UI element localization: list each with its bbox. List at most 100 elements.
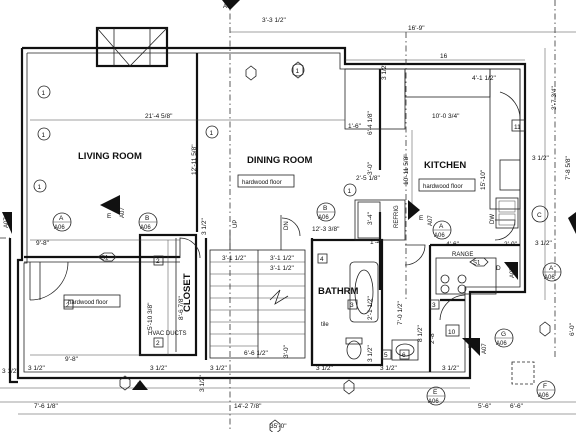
section-marker-a06-mid: A A06 bbox=[432, 220, 452, 240]
svg-text:F: F bbox=[543, 383, 547, 390]
svg-text:A: A bbox=[59, 215, 64, 222]
dim-text: 3'-0" bbox=[367, 161, 374, 175]
dim-text: 7'-6 1/8" bbox=[34, 403, 58, 410]
dim-text: 10'-11 5/8" bbox=[403, 154, 410, 185]
dim-text: 2'-8" bbox=[429, 330, 436, 344]
dim-text: 15'-10" bbox=[480, 169, 487, 190]
door-tag: 1 bbox=[205, 125, 219, 139]
svg-text:D: D bbox=[468, 343, 473, 350]
dim-text: 7'-8 5/8" bbox=[565, 156, 572, 180]
svg-text:11: 11 bbox=[514, 124, 521, 131]
dim-text: 3'-0" bbox=[283, 344, 290, 358]
elevation-marker-mid: E A07 bbox=[408, 200, 434, 226]
dim-text: 3'-7 3/4" bbox=[551, 86, 558, 110]
dim-text: 12'-3 3/8" bbox=[312, 226, 340, 233]
elevation-marker-left: A07 bbox=[2, 212, 12, 234]
dim-text: 8 1/2" bbox=[417, 325, 424, 342]
svg-text:A06: A06 bbox=[544, 275, 555, 281]
exterior-walls bbox=[8, 46, 527, 384]
dim-text: 6'-4 1/8" bbox=[367, 111, 374, 135]
dim-text: 3 1/2" bbox=[367, 345, 374, 362]
svg-text:1: 1 bbox=[38, 184, 42, 191]
dim-text: 12'-11 5/8" bbox=[191, 144, 198, 175]
elevation-marker-d: D A07 bbox=[496, 262, 518, 280]
section-marker-a06-right: A A06 bbox=[542, 262, 562, 282]
hex-tag bbox=[245, 65, 257, 81]
elevation-marker-f-b: A07 bbox=[222, 0, 240, 10]
svg-text:G: G bbox=[501, 331, 506, 338]
dim-text: 3 1/2" bbox=[2, 368, 19, 375]
window-tag: 3 bbox=[347, 299, 358, 310]
dim-text: 3'-1 1/2" bbox=[270, 255, 294, 262]
dim-text: 3 1/2" bbox=[150, 365, 167, 372]
window-tag: 11 bbox=[511, 119, 526, 132]
svg-text:A07: A07 bbox=[223, 4, 234, 10]
fireplace bbox=[95, 26, 169, 68]
dim-text: 3'-4" bbox=[367, 211, 374, 225]
section-marker-g: G A06 bbox=[494, 328, 514, 348]
svg-text:F: F bbox=[137, 382, 141, 389]
svg-text:A07: A07 bbox=[510, 267, 516, 278]
doors bbox=[29, 91, 521, 321]
hex-tag bbox=[539, 321, 551, 337]
fridge-label: REFRIG bbox=[394, 205, 400, 228]
dn-label: DN bbox=[284, 221, 290, 230]
svg-text:B: B bbox=[145, 215, 149, 222]
section-marker-s1: S1 bbox=[97, 252, 117, 262]
window-tag: 3 bbox=[429, 299, 440, 310]
window-tag: 10 bbox=[445, 324, 460, 337]
svg-text:C: C bbox=[537, 212, 542, 219]
svg-text:A07: A07 bbox=[120, 207, 126, 218]
range-label: RANGE bbox=[452, 252, 473, 258]
hex-tag bbox=[269, 419, 281, 432]
svg-text:2: 2 bbox=[156, 340, 160, 347]
dim-text: 6'-6 1/2" bbox=[244, 350, 268, 357]
dim-text: 3'-1 1/2" bbox=[222, 255, 246, 262]
dim-text: 21'-4 5/8" bbox=[145, 113, 173, 120]
dim-text: 1'-4" bbox=[370, 239, 384, 246]
svg-text:A06: A06 bbox=[434, 233, 445, 239]
svg-text:E: E bbox=[433, 389, 438, 396]
svg-text:3: 3 bbox=[350, 302, 354, 309]
dim-text: 2'-0" bbox=[504, 241, 518, 248]
section-marker-f: F A06 bbox=[536, 380, 556, 400]
dim-text: 3 1/2" bbox=[28, 365, 45, 372]
window-tag: 6 bbox=[399, 349, 410, 360]
misc-labels: HVAC DUCTS UP DN RANGE REFRIG DW tile bbox=[148, 205, 496, 337]
dim-text: 3'-1 1/2" bbox=[270, 265, 294, 272]
dim-text: 10'-0 3/4" bbox=[432, 113, 460, 120]
dimension-lines bbox=[0, 31, 576, 415]
hex-tag bbox=[119, 375, 131, 391]
section-marker-a: A A06 bbox=[52, 212, 72, 232]
closet-label: CLOSET bbox=[182, 273, 193, 312]
living-room-label: LIVING ROOM bbox=[78, 151, 142, 162]
elevation-marker-e: E A07 bbox=[100, 195, 126, 220]
window-tag: 4 bbox=[317, 253, 328, 264]
living-floor-note: hardwood floor bbox=[68, 300, 108, 306]
svg-text:2: 2 bbox=[156, 258, 160, 265]
dim-text: 3 1/2" bbox=[210, 365, 227, 372]
dim-text: 4'-1 1/2" bbox=[472, 75, 496, 82]
dim-text: 9'-8" bbox=[65, 356, 79, 363]
window-tag: 5 bbox=[381, 349, 392, 360]
dim-text: 5'-6" bbox=[478, 403, 492, 410]
floor-notes: hardwood floor hardwood floor hardwood f… bbox=[63, 174, 476, 308]
svg-text:6: 6 bbox=[402, 352, 406, 359]
window-tag: 2 bbox=[63, 299, 74, 310]
svg-text:A07: A07 bbox=[428, 215, 434, 226]
svg-text:A06: A06 bbox=[318, 215, 329, 221]
dim-text: 3 1/2" bbox=[442, 365, 459, 372]
door-tag: 1 bbox=[37, 127, 51, 141]
dim-text: 2'-1 1/2" bbox=[367, 296, 374, 320]
dim-text: 3 1/2" bbox=[535, 240, 552, 247]
section-marker-e-bottom: E A06 bbox=[426, 386, 446, 406]
dim-text: 3 1/2" bbox=[201, 218, 208, 235]
dining-floor-note: hardwood floor bbox=[242, 180, 282, 186]
door-tag: 1 bbox=[291, 63, 305, 77]
door-tag: 1 bbox=[33, 179, 47, 193]
centerlines bbox=[0, 0, 556, 432]
dim-text: 3 1/2" bbox=[381, 63, 388, 80]
svg-text:2: 2 bbox=[66, 302, 70, 309]
dim-text: 4'-6" bbox=[446, 241, 460, 248]
svg-text:A06: A06 bbox=[496, 341, 507, 347]
